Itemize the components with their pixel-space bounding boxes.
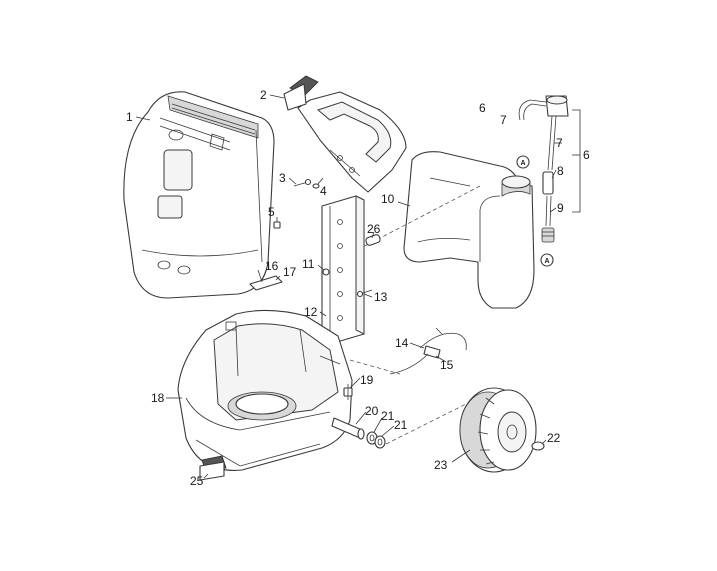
- callout-21a: 21: [381, 409, 395, 423]
- callout-6a: 6: [479, 101, 486, 115]
- callout-26: 26: [367, 222, 381, 236]
- callout-12: 12: [304, 305, 318, 319]
- callout-13: 13: [374, 290, 388, 304]
- callout-5: 5: [268, 205, 275, 219]
- callout-2: 2: [260, 88, 267, 102]
- front-cover-part: [123, 91, 275, 299]
- plate-16-17-part: [249, 269, 283, 291]
- cable-14-15-part: [389, 327, 467, 375]
- callout-23: 23: [434, 458, 448, 472]
- leader-lines: [135, 94, 580, 479]
- callout-16: 16: [265, 259, 279, 273]
- fastener-19-part: [343, 384, 353, 400]
- callout-15: 15: [440, 358, 454, 372]
- spacer-26-part: [365, 234, 381, 246]
- washer-21b-part: [374, 435, 386, 449]
- a-marker-top-text: A: [520, 160, 525, 167]
- water-tank-part: [337, 151, 535, 309]
- hub-cap-22-part: [531, 441, 545, 451]
- clip-5-part: [273, 221, 281, 229]
- screw-11-part: [322, 268, 330, 276]
- callout-4: 4: [320, 184, 327, 198]
- callout-25: 25: [190, 474, 204, 488]
- callout-18: 18: [151, 391, 165, 405]
- callout-6b: 6: [583, 148, 590, 162]
- callout-7b: 7: [556, 136, 563, 150]
- callout-3: 3: [279, 171, 286, 185]
- callout-22: 22: [547, 431, 561, 445]
- callout-11: 11: [302, 257, 315, 271]
- callout-21b: 21: [394, 418, 408, 432]
- screw-3-part: [293, 178, 312, 187]
- screw-13-part: [356, 289, 373, 298]
- foot-25-part: [199, 455, 227, 481]
- callout-19: 19: [360, 373, 374, 387]
- wheel-23-part: [459, 387, 537, 473]
- a-marker-top: A: [516, 155, 530, 169]
- group-bracket-6: [572, 109, 581, 213]
- callout-8: 8: [557, 164, 564, 178]
- base-chassis-part: [177, 309, 353, 471]
- a-marker-bottom-text: A: [544, 258, 549, 265]
- callout-10: 10: [381, 192, 395, 206]
- callout-1: 1: [126, 110, 133, 124]
- upright-bracket-part: [321, 195, 365, 345]
- washer-4-part: [312, 183, 320, 189]
- callout-20: 20: [365, 404, 379, 418]
- axle-20-part: [331, 417, 365, 440]
- callout-9: 9: [557, 201, 564, 215]
- callout-7a: 7: [500, 113, 507, 127]
- callout-17: 17: [283, 265, 297, 279]
- callouts: 1 2 3 4 5 6 6 7 7 8 9 10 11 12 13 14 15 …: [126, 88, 590, 488]
- callout-14: 14: [395, 336, 409, 350]
- handle-part: [283, 75, 407, 193]
- a-marker-bottom: A: [540, 253, 554, 267]
